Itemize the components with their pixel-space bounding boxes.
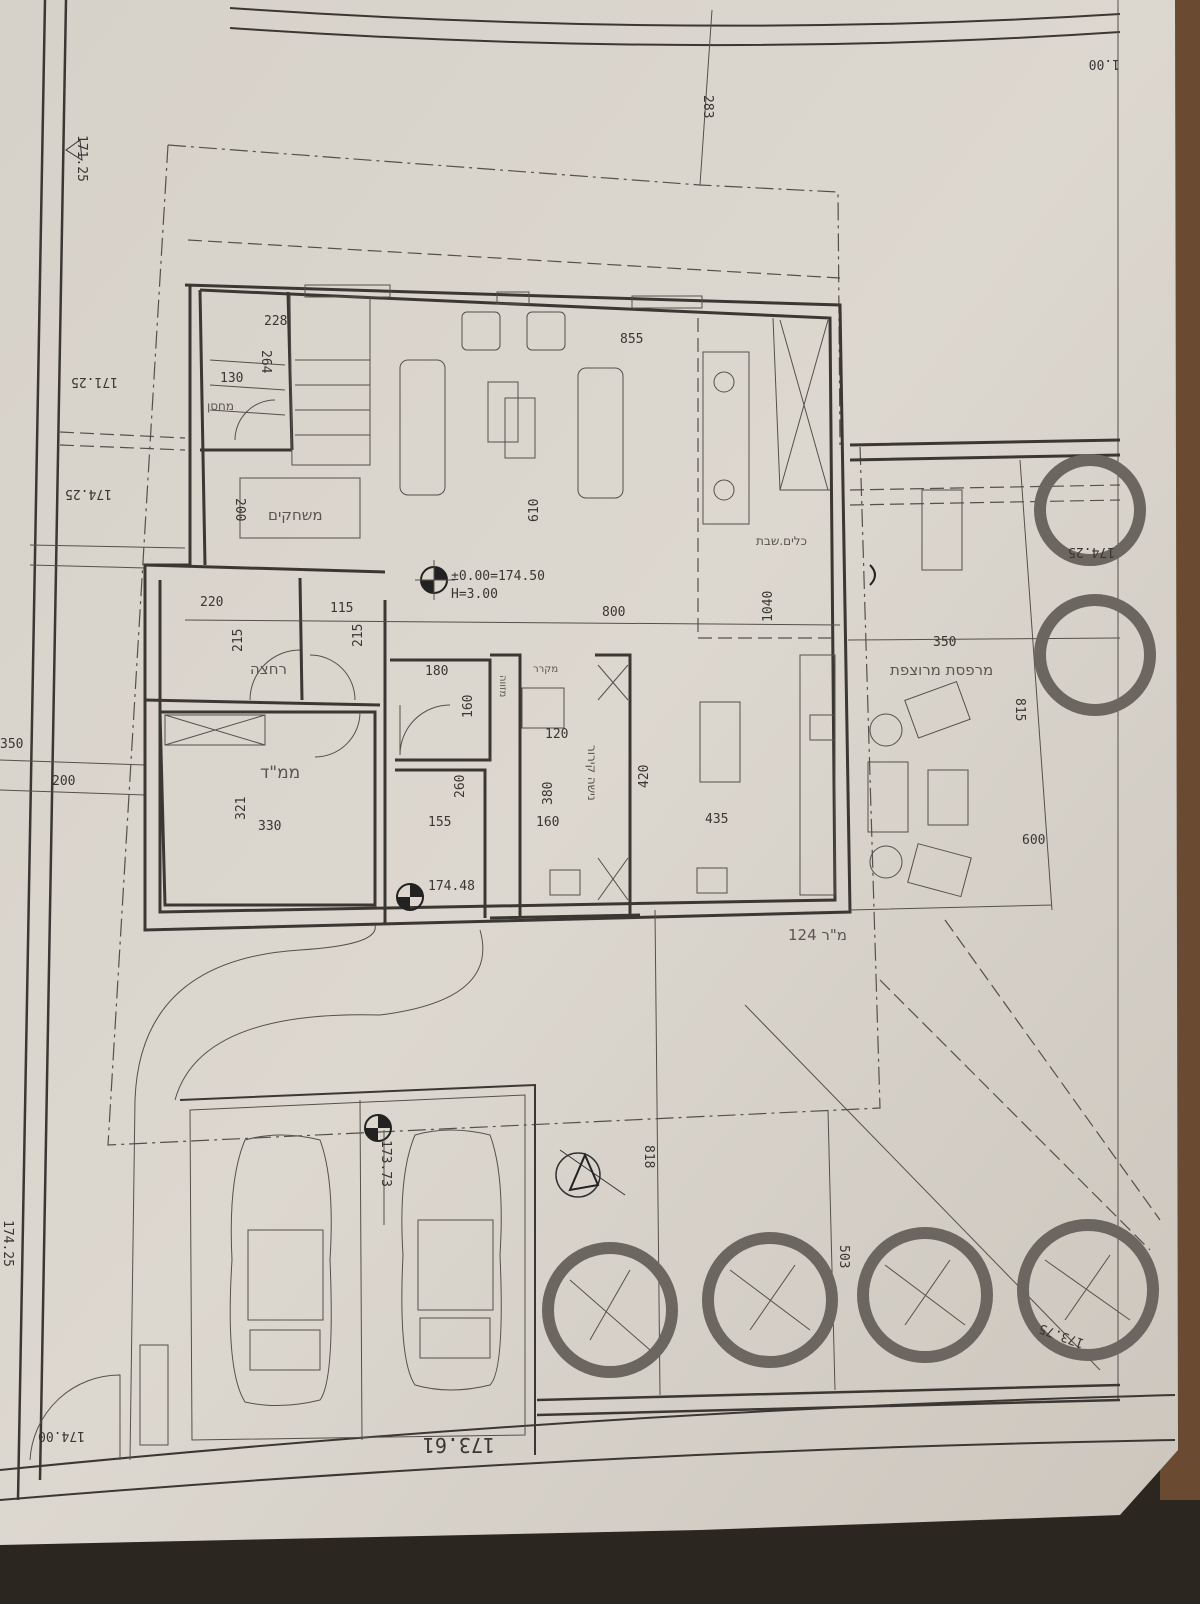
dim-label: 215 [231,629,246,652]
building-walls [143,283,852,932]
street-level-label: 173.61 [423,1433,495,1457]
entry-level-label: 174.48 [428,879,475,894]
terrace-table [927,769,969,826]
coffee-table [487,381,519,443]
plot-boundary [0,0,1176,1501]
dim-label: 215 [351,624,366,647]
room-label-pantry: מזווה [497,675,508,697]
dim-label: 818 [641,1145,656,1168]
dim-label: 115 [330,601,353,616]
sofa-right [577,367,624,499]
terrace-dining [921,489,963,571]
dim-label: 600 [1022,833,1045,848]
dim-label: 160 [536,815,559,830]
level-label: 174.25 [65,486,112,501]
elevation-marker-icon [364,1114,392,1225]
tree-icon [1017,1219,1159,1361]
garage [29,909,1121,1461]
room-label-playroom: משחקים [268,506,323,524]
room-label-kitchen: נישה קירור [585,745,599,801]
entry-arrow-icon [869,564,876,586]
dim-label: 350 [933,635,956,650]
level-label: 171.25 [74,135,89,182]
dim-label: 228 [264,314,287,329]
tree-icon [702,1232,838,1368]
level-label: 174.00 [38,1428,85,1443]
room-label-terrace: מרפסת מרוצפת [890,661,993,679]
dim-label: 855 [620,332,643,347]
stove [521,687,565,729]
furniture [239,311,972,898]
car-left [229,1134,332,1407]
area-label: 124 מ"ר [788,926,847,944]
tree-icon [857,1227,993,1363]
room-label-bathroom: רחצה [250,660,287,678]
north-arrow-icon [555,1149,626,1198]
dim-label: 260 [453,775,468,798]
dining-table [702,351,750,525]
kitchen-table [699,701,741,783]
ceiling-height-label: H=3.00 [451,587,498,602]
room-label-storage: מחסן [207,399,234,413]
level-label: 174.25 [1068,544,1115,559]
sofa-left [399,359,446,496]
tree-icon [1034,594,1156,716]
playroom-rug [239,477,361,539]
dim-label: 1040 [761,591,776,622]
dim-label: 800 [602,605,625,620]
dim-label: 503 [836,1245,851,1268]
floor-level-label: ±0.00=174.50 [451,569,545,584]
paper-sheet [0,0,1178,1545]
room-label-safe-room: ממ"ד [260,763,300,783]
dim-label: 200 [52,774,75,789]
shabbat-dishes-label: כלים.שבת [756,534,807,548]
labels: 1.00 283 171.25 171.25 174.25 200 350 17… [0,56,1120,1457]
elevation-marker-icon [396,883,424,911]
dim-label: 283 [700,95,715,118]
car-right [401,1129,502,1391]
tree-icon [1034,454,1146,566]
dim-label: 180 [425,664,448,679]
dim-label: 350 [0,737,23,752]
trees [542,454,1159,1378]
dim-label: 330 [258,819,281,834]
elevation-marker-icon [415,560,455,600]
dim-label: 420 [637,765,652,788]
dim-label: 200 [232,498,247,521]
dim-label: 380 [541,782,556,805]
level-triangle-icon [65,139,83,161]
dim-label: 130 [220,371,243,386]
room-label-fridge: מקרר [533,664,558,675]
garage-level-label: 173.73 [378,1140,393,1187]
dim-label: 155 [428,815,451,830]
level-label: 174.25 [0,1220,15,1267]
dim-label: 321 [234,797,249,820]
sink [809,714,836,741]
dim-label: 220 [200,595,223,610]
dim-label: 610 [527,499,542,522]
terrace [744,438,1161,1371]
level-label: 171.25 [71,374,118,389]
dim-label: 435 [705,812,728,827]
dim-label: 160 [461,695,476,718]
dim-label: 120 [545,727,568,742]
tree-icon [542,1242,678,1378]
dim-label: 264 [258,350,273,374]
dim-label: 815 [1012,698,1027,721]
level-label: 1.00 [1089,56,1120,71]
